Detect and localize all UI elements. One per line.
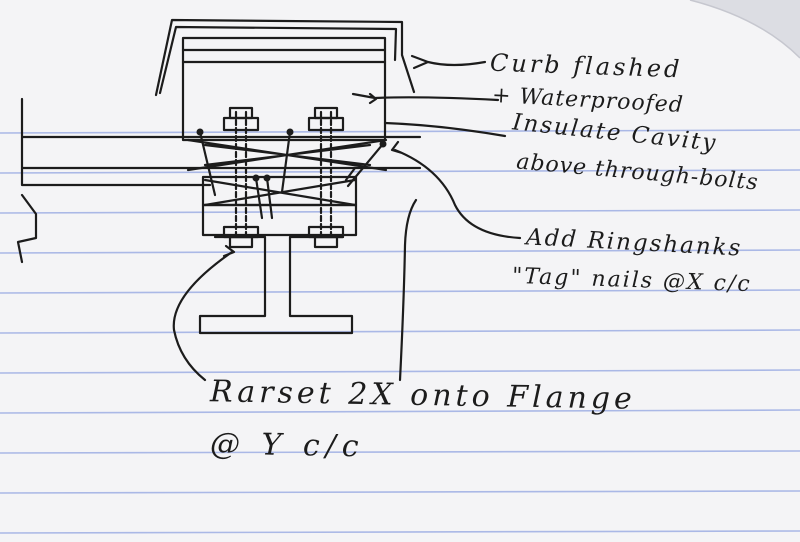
note-rasset-line1: Rarset 2X onto Flange	[209, 374, 637, 417]
roof-deck	[20, 97, 422, 187]
leader-curb	[410, 54, 487, 70]
note-rasset-line2: @ Y c/c	[209, 426, 365, 465]
leader-nails	[390, 140, 522, 240]
nail-heads	[196, 128, 387, 182]
curb-box	[181, 36, 387, 142]
leader-rasset	[172, 198, 418, 382]
page-curl	[690, 0, 800, 58]
ringshank-nails	[198, 130, 385, 220]
curb-cap-inner	[158, 25, 398, 95]
ruled-lines	[0, 129, 800, 534]
leader-insulate	[351, 92, 507, 138]
curb-cap	[154, 18, 416, 97]
through-bolt-left	[222, 106, 260, 249]
through-bolt-right	[307, 106, 345, 249]
